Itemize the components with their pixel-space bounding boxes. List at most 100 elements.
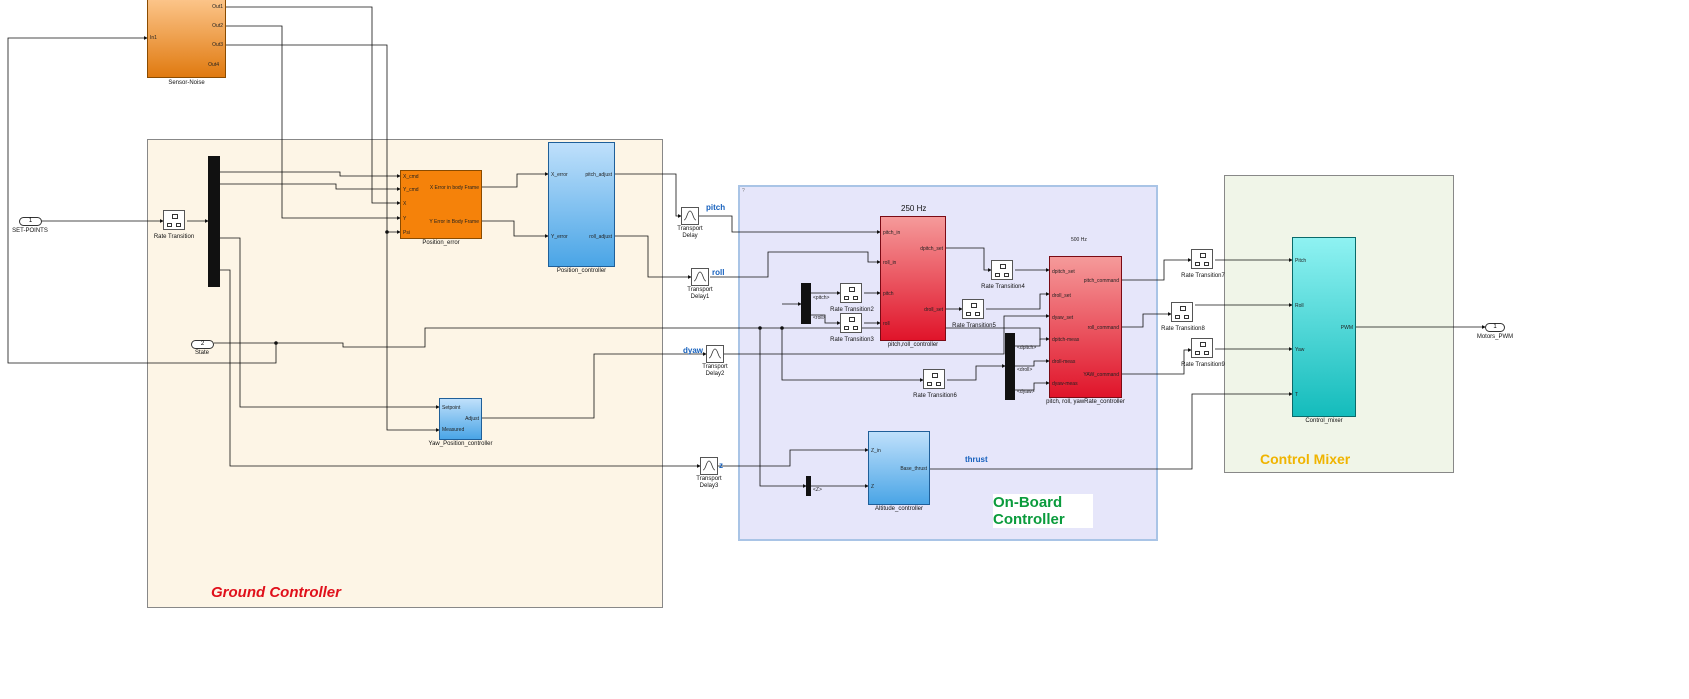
altitude-controller-block[interactable]: Z_in Z Base_thrust — [868, 431, 930, 505]
transport-delay2-caption-line1: Transport — [702, 364, 728, 370]
pr-ctrl-droll-set-port: droll_set — [924, 307, 943, 313]
setpoints-demux[interactable] — [208, 156, 220, 287]
transport-delay-caption-line1: Transport — [677, 226, 703, 232]
transport-delay-block[interactable] — [681, 207, 699, 225]
pos-error-y-out-port: Y Error in Body Frame — [429, 219, 479, 225]
signal-label-dyaw: dyaw — [683, 346, 704, 355]
transport-delay1-caption-line1: Transport — [687, 287, 713, 293]
state-inport[interactable]: 2 — [191, 340, 214, 349]
pr-ctrl-dpitch-set-port: dpitch_set — [920, 246, 943, 252]
rate-transition6-block[interactable] — [923, 369, 945, 389]
rate-transition3-block[interactable] — [840, 313, 862, 333]
position-controller-block[interactable]: X_error Y_error pitch_adjust roll_adjust — [548, 142, 615, 267]
rate-transition5-caption: Rate Transition5 — [952, 323, 996, 329]
motors-pwm-caption: Motors_PWM — [1476, 334, 1514, 340]
pos-error-xcmd-port: X_cmd — [403, 174, 419, 180]
setpoints-inport[interactable]: 1 — [19, 217, 42, 226]
bus-selector-rates[interactable] — [1005, 333, 1015, 400]
yr-ctrl-dyaw-meas-port: dyaw-meas — [1052, 381, 1078, 387]
rate-transition-block[interactable] — [163, 210, 185, 230]
transport-delay3-icon — [702, 460, 716, 471]
sensor-noise-caption: Sensor-Noise — [168, 80, 205, 86]
yaw-rate-controller-block[interactable]: dpitch_set droll_set dyaw_set dpitch-mea… — [1049, 256, 1122, 398]
pos-ctrl-yerror-port: Y_error — [551, 234, 568, 240]
yr-ctrl-yaw-command-port: YAW_command — [1083, 372, 1119, 378]
alt-ctrl-zin-port: Z_in — [871, 448, 881, 454]
selector-droll-label: <droll> — [1017, 367, 1033, 373]
selector-roll-label: <roll> — [813, 315, 826, 321]
rate-transition5-block[interactable] — [962, 299, 984, 319]
pos-error-psi-port: Psi — [403, 230, 410, 236]
pos-error-x-port: X — [403, 201, 407, 207]
setpoints-caption: SET-POINTS — [12, 228, 48, 234]
yaw-ctrl-adjust-port: Adjust — [465, 416, 479, 422]
rate-transition4-caption: Rate Transition4 — [981, 284, 1025, 290]
yaw-position-controller-block[interactable]: Setpoint Measured Adjust — [439, 398, 482, 440]
yr-ctrl-droll-set-port: droll_set — [1052, 293, 1071, 299]
transport-delay-caption-line2: Delay — [682, 233, 698, 239]
position-error-block[interactable]: X_cmd Y_cmd X Y Psi X Error in body Fram… — [400, 170, 482, 239]
rate-transition6-caption: Rate Transition6 — [913, 393, 957, 399]
pitch-roll-controller-caption: pitch,roll_controller — [887, 342, 939, 348]
rate-transition9-caption: Rate Transition9 — [1181, 362, 1225, 368]
signal-label-thrust: thrust — [965, 455, 988, 464]
yr-ctrl-dpitch-meas-port: dpitch-meas — [1052, 337, 1080, 343]
rate-transition3-caption: Rate Transition3 — [830, 337, 874, 343]
yr-ctrl-pitch-command-port: pitch_command — [1083, 278, 1119, 284]
sensor-noise-out2-port: Out2 — [212, 23, 223, 29]
rate-transition7-block[interactable] — [1191, 249, 1213, 269]
rate-transition7-caption: Rate Transition7 — [1181, 273, 1225, 279]
rate-transition4-block[interactable] — [991, 260, 1013, 280]
mixer-pwm-port: PWM — [1340, 325, 1353, 331]
bus-selector-z[interactable] — [806, 476, 811, 496]
rate-transition-caption: Rate Transition — [153, 234, 195, 240]
signal-label-z: z — [719, 461, 723, 470]
rate-transition2-block[interactable] — [840, 283, 862, 303]
rate-transition8-block[interactable] — [1171, 302, 1193, 322]
yaw-ctrl-setpoint-port: Setpoint — [442, 405, 461, 411]
ground-controller-title: Ground Controller — [211, 584, 341, 601]
state-caption: State — [194, 350, 209, 356]
onboard-controller-title: On-Board Controller — [993, 494, 1093, 528]
mixer-roll-port: Roll — [1295, 303, 1304, 309]
position-error-caption: Position_error — [422, 240, 460, 246]
rate-transition9-block[interactable] — [1191, 338, 1213, 358]
pos-ctrl-pitch-adjust-port: pitch_adjust — [585, 172, 612, 178]
motors-pwm-outport[interactable]: 1 — [1485, 323, 1505, 332]
sensor-noise-block[interactable]: In1 Out1 Out2 Out3 Out4 — [147, 0, 226, 78]
yr-ctrl-dpitch-set-port: dpitch_set — [1052, 269, 1075, 275]
pitch-roll-controller-block[interactable]: pitch_in roll_in pitch roll dpitch_set d… — [880, 216, 946, 341]
pr-ctrl-roll-in-port: roll_in — [883, 260, 897, 266]
pos-ctrl-xerror-port: X_error — [551, 172, 568, 178]
yr-ctrl-dyaw-set-port: dyaw_set — [1052, 315, 1074, 321]
rate-label-500hz: 500 Hz — [1071, 237, 1087, 243]
signal-label-roll: roll — [712, 268, 725, 277]
yaw-position-controller-caption: Yaw_Position_controller — [428, 441, 493, 447]
sensor-noise-out4-port: Out4 — [208, 62, 219, 68]
transport-delay1-caption-line2: Delay1 — [690, 294, 710, 300]
mixer-yaw-port: Yaw — [1295, 347, 1305, 353]
yaw-ctrl-measured-port: Measured — [442, 427, 465, 433]
mixer-t-port: T — [1295, 392, 1299, 398]
altitude-controller-caption: Altitude_controller — [874, 506, 924, 512]
transport-delay3-block[interactable] — [700, 457, 718, 475]
selector-pitch-label: <pitch> — [813, 295, 830, 301]
transport-delay1-block[interactable] — [691, 268, 709, 286]
sensor-noise-out1-port: Out1 — [212, 4, 223, 10]
selector-dyaw-label: <dyaw> — [1017, 389, 1035, 395]
rate-transition8-caption: Rate Transition8 — [1161, 326, 1205, 332]
control-mixer-caption: Control_mixer — [1305, 418, 1343, 424]
bus-selector-pitch-roll[interactable] — [801, 283, 811, 324]
transport-delay2-block[interactable] — [706, 345, 724, 363]
mixer-pitch-port: Pitch — [1295, 258, 1307, 264]
pos-error-ycmd-port: Y_cmd — [403, 187, 419, 193]
sensor-noise-in1-port: In1 — [150, 35, 157, 41]
selector-z-label: <Z> — [813, 487, 822, 493]
rate-label-250hz: 250 Hz — [901, 204, 927, 213]
control-mixer-block[interactable]: Pitch Roll Yaw T PWM — [1292, 237, 1356, 417]
